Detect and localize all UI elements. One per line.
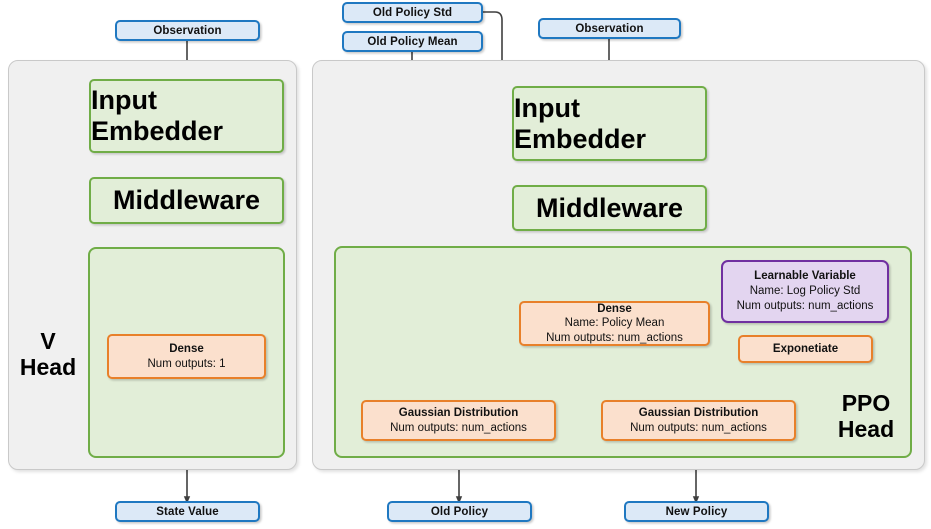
ppo-head-observation-label: Observation	[575, 22, 644, 35]
policy-mean-dense-box: Dense Name: Policy Mean Num outputs: num…	[519, 301, 710, 346]
exponentiate-box: Exponetiate	[738, 335, 873, 363]
new-gaussian-distribution-box: Gaussian Distribution Num outputs: num_a…	[601, 400, 796, 441]
v-head-dense-title: Dense	[169, 343, 204, 356]
old-policy-std-label: Old Policy Std	[372, 6, 453, 19]
old-policy-std-box: Old Policy Std	[342, 2, 483, 23]
v-head-observation-label: Observation	[153, 24, 222, 37]
state-value-label: State Value	[156, 505, 219, 518]
learnable-variable-box: Learnable Variable Name: Log Policy Std …	[721, 260, 889, 323]
v-head-observation-box: Observation	[115, 20, 260, 41]
old-policy-mean-box: Old Policy Mean	[342, 31, 483, 52]
old-gaussian-title: Gaussian Distribution	[398, 407, 519, 420]
v-head-input-embedder-box: Input Embedder	[89, 79, 284, 153]
state-value-output-box: State Value	[115, 501, 260, 522]
v-head-dense-box: Dense Num outputs: 1	[107, 334, 266, 379]
learnable-variable-title: Learnable Variable	[754, 270, 856, 283]
v-head-dense-num-outputs: Num outputs: 1	[147, 357, 226, 370]
v-head-label: V Head	[19, 328, 77, 381]
ppo-head-input-embedder-box: Input Embedder	[512, 86, 707, 161]
ppo-head-input-embedder-label: Input Embedder	[514, 92, 647, 154]
old-policy-output-label: Old Policy	[430, 505, 489, 518]
new-gaussian-title: Gaussian Distribution	[638, 407, 759, 420]
learnable-variable-name: Name: Log Policy Std	[749, 285, 861, 298]
policy-mean-dense-title: Dense	[597, 302, 632, 315]
old-gaussian-num-outputs: Num outputs: num_actions	[390, 421, 527, 434]
new-policy-output-label: New Policy	[665, 505, 728, 518]
new-gaussian-num-outputs: Num outputs: num_actions	[630, 421, 767, 434]
old-policy-output-box: Old Policy	[387, 501, 532, 522]
policy-mean-dense-num-outputs: Num outputs: num_actions	[546, 331, 683, 344]
ppo-head-middleware-label: Middleware	[535, 192, 684, 223]
v-head-input-embedder-label: Input Embedder	[91, 85, 224, 146]
old-policy-mean-label: Old Policy Mean	[367, 35, 458, 48]
ppo-head-label: PPO Head	[837, 390, 895, 443]
ppo-head-observation-box: Observation	[538, 18, 681, 39]
new-policy-output-box: New Policy	[624, 501, 769, 522]
learnable-variable-num-outputs: Num outputs: num_actions	[736, 299, 874, 312]
v-head-middleware-label: Middleware	[112, 185, 261, 215]
old-gaussian-distribution-box: Gaussian Distribution Num outputs: num_a…	[361, 400, 556, 441]
exponentiate-title: Exponetiate	[772, 342, 839, 355]
v-head-middleware-box: Middleware	[89, 177, 284, 224]
ppo-head-middleware-box: Middleware	[512, 185, 707, 231]
policy-mean-dense-name: Name: Policy Mean	[564, 317, 665, 330]
